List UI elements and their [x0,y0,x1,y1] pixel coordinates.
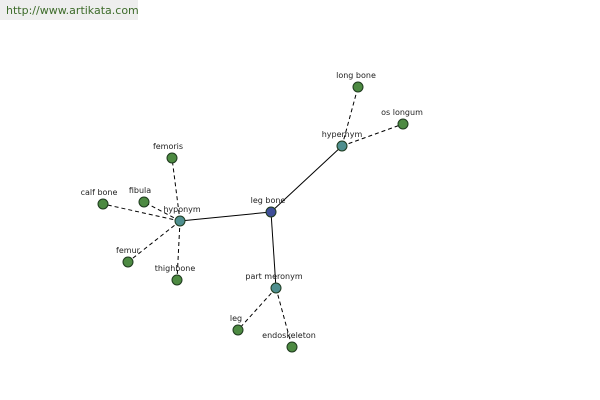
node-long-bone[interactable] [352,81,364,93]
node-leg[interactable] [232,324,244,336]
label-hyponym: hyponym [163,205,201,214]
url-bar: http://www.artikata.com [0,0,139,20]
node-hypernym[interactable] [336,140,348,152]
label-os-longum: os longum [381,108,423,117]
label-thighbone: thighbone [155,264,196,273]
node-os-longum[interactable] [397,118,409,130]
edge-hypernym-to-os-longum [341,123,404,147]
node-fibula[interactable] [138,196,150,208]
label-leg: leg [230,314,242,323]
edge-hypernym-to-long-bone [341,86,359,147]
graph-edges [102,86,404,348]
graph-nodes [97,81,409,353]
label-calf-bone: calf bone [81,188,118,197]
node-leg-bone[interactable] [265,206,277,218]
node-part-meronym[interactable] [270,282,282,294]
edge-leg-bone-to-hyponym [179,211,272,222]
label-long-bone: long bone [336,71,376,80]
edge-hyponym-to-femoris [171,157,181,222]
edge-leg-bone-to-part-meronym [270,211,277,289]
label-part-meronym: part meronym [245,272,302,281]
label-fibula: fibula [129,186,151,195]
node-hyponym[interactable] [174,215,186,227]
site-url[interactable]: http://www.artikata.com [6,3,139,17]
node-endoskeleton[interactable] [286,341,298,353]
label-femur: femur [116,246,141,255]
edge-hyponym-to-calf-bone [102,203,181,222]
node-femur[interactable] [122,256,134,268]
label-leg-bone: leg bone [251,196,286,205]
node-femoris[interactable] [166,152,178,164]
graph-labels: leg bone hypernym hyponym part meronym long … [81,71,424,340]
edge-hyponym-to-thighbone [176,220,181,281]
node-calf-bone[interactable] [97,198,109,210]
edge-hyponym-to-femur [127,220,181,263]
label-endoskeleton: endoskeleton [262,331,316,340]
node-thighbone[interactable] [171,274,183,286]
label-femoris: femoris [153,142,183,151]
edge-part-meronym-to-endoskeleton [275,287,293,348]
edge-part-meronym-to-leg [237,287,277,331]
edge-leg-bone-to-hypernym [270,145,343,213]
label-hypernym: hypernym [322,130,363,139]
